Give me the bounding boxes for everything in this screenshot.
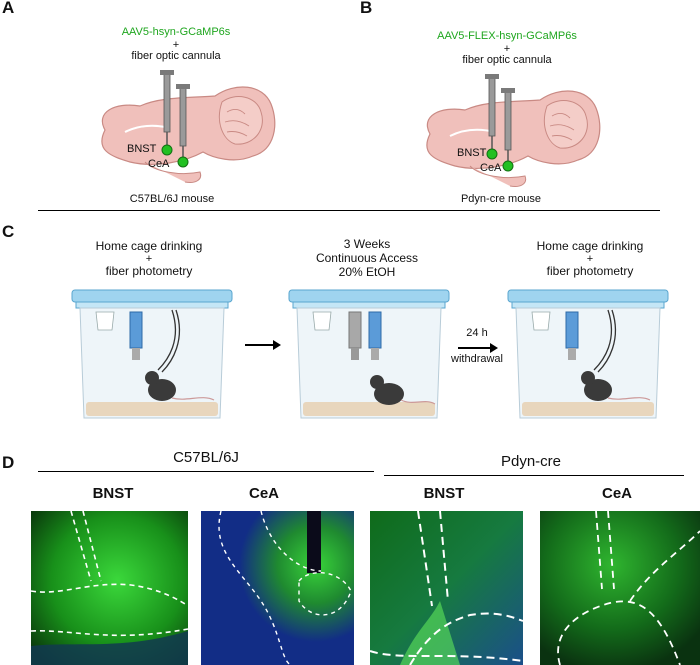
panel-ab-divider — [38, 210, 660, 211]
group1-header: C57BL/6J — [173, 449, 239, 466]
panel-b-implant-label: fiber optic cannula — [462, 54, 552, 66]
panel-b-strain-label: Pdyn-cre mouse — [460, 193, 542, 205]
arrow-2-bottom-label: withdrawal — [451, 353, 503, 365]
region-label-3: BNST — [423, 485, 465, 502]
arrow-2-top-label: 24 h — [466, 327, 488, 339]
arrow-1 — [245, 340, 281, 350]
cage-1-illustration — [71, 289, 233, 419]
panel-a-bnst-label: BNST — [127, 143, 157, 155]
panel-b-bnst-label: BNST — [457, 147, 487, 159]
arrow-2 — [458, 343, 498, 353]
panel-a-strain-label: C57BL/6J mouse — [129, 193, 215, 205]
panel-b-letter: B — [360, 0, 373, 17]
micrograph-2 — [201, 510, 354, 665]
panel-b-brain-illustration — [426, 74, 601, 187]
stage2-line2: Continuous Access — [315, 251, 419, 265]
panel-c-letter: C — [2, 222, 15, 241]
stage1-line1: Home cage drinking — [95, 239, 203, 253]
group1-rule — [38, 471, 374, 472]
panel-b-plus: + — [503, 43, 511, 55]
stage3-line2: fiber photometry — [546, 264, 634, 278]
group2-header: Pdyn-cre — [500, 453, 562, 470]
region-label-1: BNST — [92, 485, 134, 502]
micrograph-1 — [30, 510, 189, 665]
cage-2-illustration — [288, 289, 450, 419]
stage2-line1: 3 Weeks — [343, 237, 391, 251]
stage3-plus: + — [586, 253, 594, 265]
panel-a-virus-label: AAV5-hsyn-GCaMP6s — [121, 26, 231, 38]
stage1-line2: fiber photometry — [105, 264, 193, 278]
region-label-4: CeA — [601, 485, 633, 502]
stage3-line1: Home cage drinking — [536, 239, 644, 253]
micrograph-3 — [369, 510, 524, 665]
panel-a-letter: A — [2, 0, 15, 17]
group2-rule — [384, 475, 684, 476]
panel-d-letter: D — [2, 453, 15, 472]
panel-a-brain-illustration — [101, 70, 276, 183]
panel-b-cea-label: CeA — [480, 162, 502, 174]
panel-a-cea-label: CeA — [148, 158, 170, 170]
panel-a-implant-label: fiber optic cannula — [131, 50, 221, 62]
stage1-plus: + — [145, 253, 153, 265]
micrograph-4 — [540, 510, 700, 665]
panel-b-virus-label: AAV5-FLEX-hsyn-GCaMP6s — [437, 30, 577, 42]
panel-a-plus: + — [172, 39, 180, 51]
region-label-2: CeA — [248, 485, 280, 502]
stage2-line3: 20% EtOH — [338, 265, 396, 279]
cage-3-illustration — [507, 289, 669, 419]
